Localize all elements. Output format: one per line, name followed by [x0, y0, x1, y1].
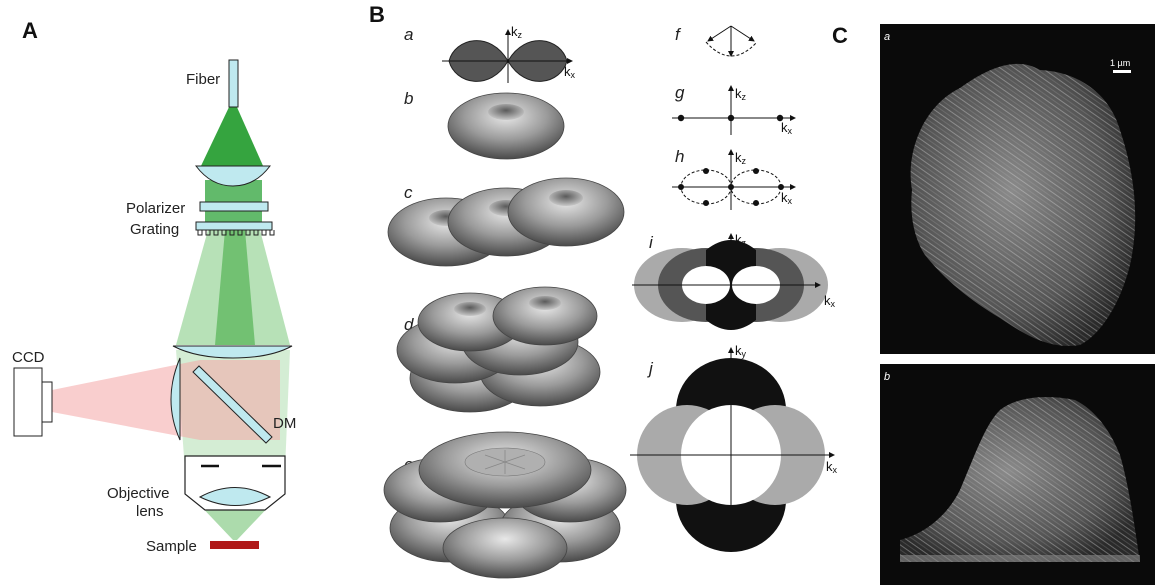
grating — [196, 222, 272, 230]
scale-bar — [1113, 70, 1131, 73]
b-a-kz-sub: z — [518, 30, 523, 40]
b-c-three-tori — [388, 178, 624, 266]
scale-bar-label: 1 µm — [1110, 58, 1130, 68]
objective-label-line2: lens — [136, 503, 164, 520]
sublabel-c-b: b — [884, 371, 890, 383]
dm-label: DM — [273, 415, 296, 432]
b-i-kz-sub: z — [742, 238, 747, 248]
b-i-kx-sub: x — [831, 299, 836, 309]
sample-label: Sample — [146, 538, 197, 555]
svg-text:kz: kz — [511, 24, 523, 40]
panel-a: A Fiber Polarizer Grating CCD — [12, 18, 296, 555]
sublabel-b-f: f — [675, 25, 682, 44]
b-b-torus — [448, 93, 564, 159]
b-d-stacked-tori — [397, 287, 600, 412]
panel-c-letter: C — [832, 23, 848, 48]
b-a-kx-sub: x — [571, 70, 576, 80]
grating-label: Grating — [130, 221, 179, 238]
svg-text:kz: kz — [735, 86, 747, 102]
sublabel-c-a: a — [884, 31, 890, 43]
b-a-otf-lobes: kz kx — [442, 24, 576, 83]
excitation-beam-upper — [200, 105, 264, 168]
ccd-label: CCD — [12, 349, 45, 366]
panel-b: B a kz kx b c d — [369, 2, 838, 578]
sublabel-b-a: a — [404, 25, 413, 44]
svg-text:kz: kz — [735, 150, 747, 166]
b-i-otf-row: kz kx — [632, 232, 836, 330]
b-f-wavevectors — [706, 26, 757, 56]
sublabel-b-j: j — [647, 359, 654, 378]
emission-beam — [52, 360, 280, 440]
ccd-sensor — [42, 382, 52, 422]
polarizer-label: Polarizer — [126, 200, 185, 217]
svg-text:ky: ky — [735, 343, 747, 359]
svg-text:kz: kz — [735, 232, 747, 248]
sublabel-b-i: i — [649, 233, 654, 252]
b-h-points-arcs: kz kx — [672, 150, 795, 210]
sample — [210, 541, 259, 549]
sublabel-b-b: b — [404, 89, 413, 108]
svg-text:kx: kx — [826, 459, 838, 475]
svg-text:kx: kx — [564, 64, 576, 80]
b-g-kz-sub: z — [742, 92, 747, 102]
ccd-camera — [14, 368, 42, 436]
b-j-kx-sub: x — [833, 465, 838, 475]
b-e-flower — [384, 432, 626, 578]
svg-text:kx: kx — [781, 190, 793, 206]
b-h-kx-sub: x — [788, 196, 793, 206]
sublabel-b-g: g — [675, 83, 685, 102]
b-g-kx-sub: x — [788, 126, 793, 136]
sublabel-b-h: h — [675, 147, 684, 166]
svg-text:kx: kx — [781, 120, 793, 136]
b-j-otf-plane: ky kx — [630, 343, 838, 552]
panel-a-letter: A — [22, 18, 38, 43]
b-g-points: kz kx — [672, 86, 795, 136]
svg-text:kx: kx — [824, 293, 836, 309]
b-h-kz-sub: z — [742, 156, 747, 166]
sublabel-b-c: c — [404, 183, 413, 202]
objective-label-line1: Objective — [107, 485, 170, 502]
fiber-label: Fiber — [186, 71, 220, 88]
panel-b-letter: B — [369, 2, 385, 27]
fiber — [229, 60, 238, 107]
polarizer — [200, 202, 268, 211]
panel-c: C a 1 µm b — [832, 23, 1155, 585]
b-j-ky-sub: y — [742, 349, 747, 359]
